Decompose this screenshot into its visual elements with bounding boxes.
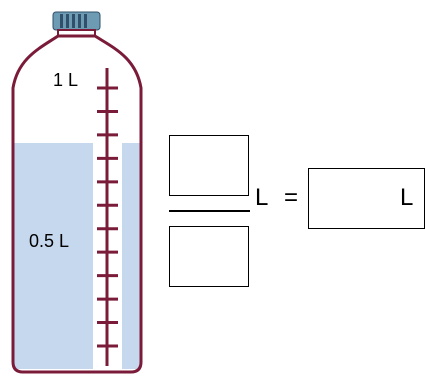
cap-stripe (66, 14, 69, 28)
equals-sign: = (284, 184, 299, 211)
measuring-scale (97, 68, 118, 366)
fraction-unit-label: L (255, 184, 269, 211)
label-1-liter: 1 L (53, 70, 78, 90)
cap-stripe (78, 14, 81, 28)
cap-stripe (84, 14, 87, 28)
cap-stripe (72, 14, 75, 28)
fraction-bar (169, 210, 250, 212)
numerator-box[interactable] (169, 135, 249, 196)
label-half-liter: 0.5 L (29, 231, 69, 251)
denominator-box[interactable] (169, 226, 249, 287)
result-box[interactable] (308, 168, 425, 229)
cap-stripe (60, 14, 63, 28)
bottle-cap (52, 11, 101, 37)
bottle-outline (11, 34, 143, 374)
result-unit-label: L (400, 184, 414, 211)
